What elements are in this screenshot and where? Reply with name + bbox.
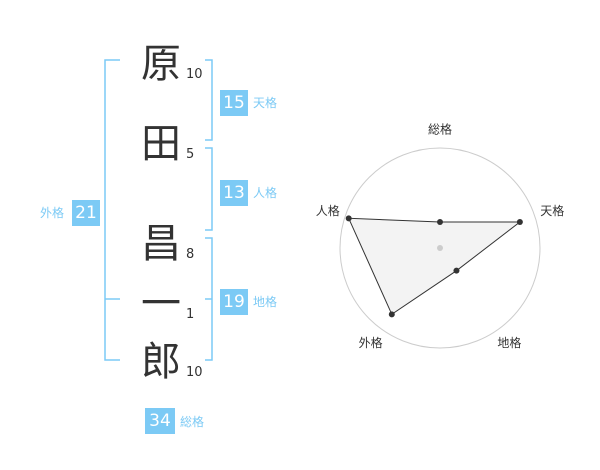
radar-axis-label-4: 人格 [316,203,340,218]
chikaku-label: 地格 [253,295,278,309]
jinkaku-bracket [205,147,213,231]
name-char-5: 郎 [141,339,181,385]
jinkaku-value-badge: 13 [220,180,248,206]
stroke-count-4: 1 [186,307,195,322]
radar-axis-label-1: 天格 [540,203,564,218]
radar-axis-label-2: 地格 [497,335,521,350]
tenkaku-value-badge: 15 [220,90,248,116]
radar-data-points [345,215,523,318]
radar-data-area [347,217,522,316]
name-char-2: 田 [141,121,181,167]
radar-center-dot [437,245,443,251]
chikaku-value-badge: 19 [220,289,248,315]
stroke-count-1: 10 [186,67,203,82]
tenkaku-bracket [205,59,213,141]
name-char-1: 原 [141,41,181,87]
radar-point-0 [437,219,443,225]
tenkaku-label: 天格 [253,96,278,110]
kaku-brackets [104,59,213,361]
soukaku-value-badge: 34 [145,408,175,434]
gaikaku-bracket [104,59,120,361]
gaikaku-value-badge: 21 [72,200,100,226]
jinkaku-label: 人格 [253,186,278,200]
radar-axis-label-0: 総格 [428,122,452,137]
radar-point-3 [388,311,395,318]
name-char-4: 一 [141,281,181,327]
radar-point-1 [516,219,523,226]
stroke-count-3: 8 [186,247,195,262]
radar-axis-label-3: 外格 [359,335,383,350]
soukaku-label: 総格 [180,415,205,429]
radar-point-4 [345,215,352,222]
name-char-3: 昌 [141,221,181,267]
stroke-count-2: 5 [186,147,195,162]
gaikaku-label: 外格 [40,206,65,220]
radar-point-2 [453,267,460,274]
stroke-count-5: 10 [186,365,203,380]
